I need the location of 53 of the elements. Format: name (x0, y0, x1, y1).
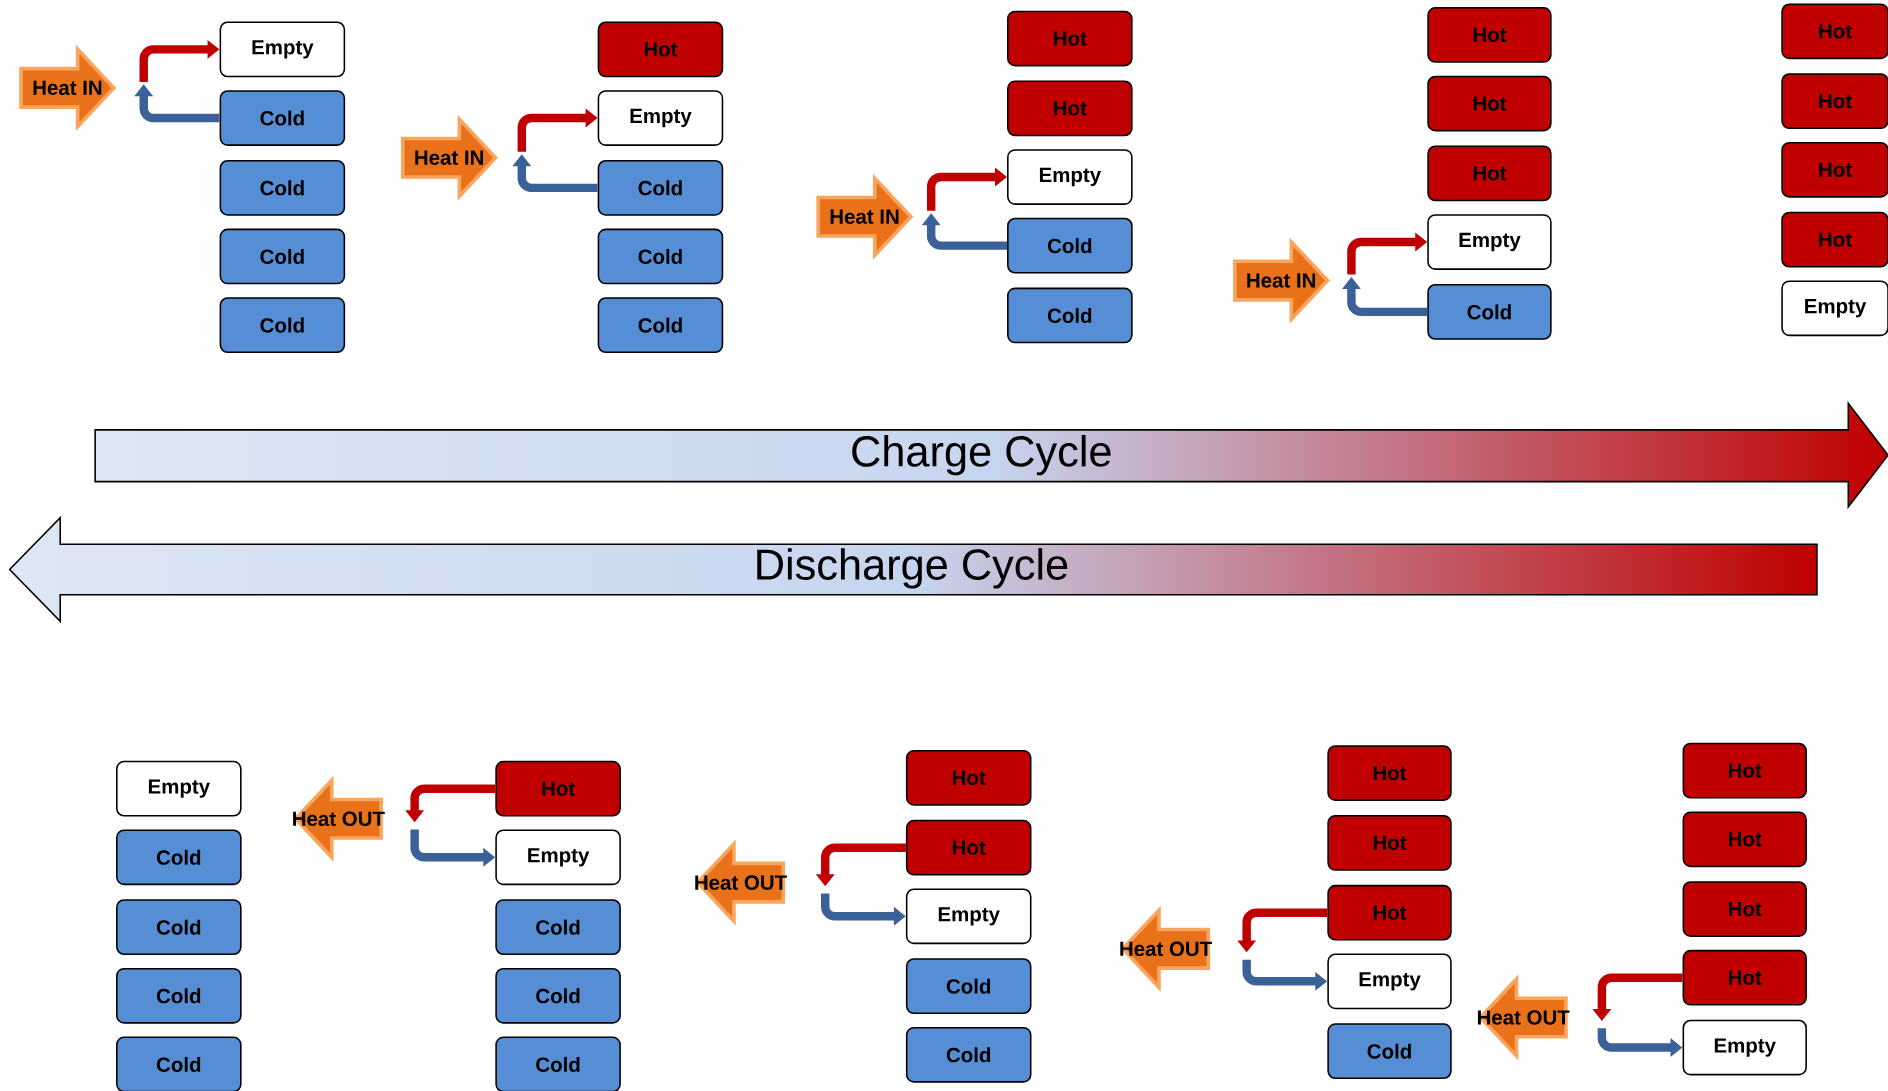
storage-box: Empty (116, 760, 242, 817)
storage-box: Empty (597, 90, 724, 146)
storage-box: Cold (1007, 217, 1133, 274)
storage-box: Cold (219, 228, 346, 285)
storage-box: Cold (219, 160, 346, 216)
storage-box: Hot (1007, 10, 1133, 67)
storage-box: Cold (116, 829, 242, 886)
storage-box: Cold (905, 958, 1032, 1015)
storage-box: Cold (116, 899, 242, 956)
storage-box: Empty (905, 888, 1032, 945)
storage-box: Empty (1682, 1019, 1807, 1076)
storage-box: Hot (1682, 811, 1807, 868)
storage-box: Hot (1682, 949, 1807, 1006)
storage-box: Hot (1007, 80, 1133, 137)
storage-box: Hot (1327, 745, 1452, 801)
storage-box: Empty (1781, 280, 1888, 337)
storage-box: Hot (495, 760, 621, 817)
storage-box: Cold (597, 228, 724, 285)
storage-box: Empty (1327, 953, 1452, 1010)
storage-box: Hot (1682, 881, 1807, 937)
storage-box: Hot (1427, 7, 1552, 63)
storage-box: Empty (1007, 149, 1133, 205)
storage-box: Hot (1781, 211, 1888, 268)
storage-box: Hot (1781, 73, 1888, 130)
storage-box: Cold (905, 1026, 1032, 1083)
storage-box: Hot (905, 819, 1032, 876)
storage-box: Hot (1327, 884, 1452, 941)
cycle-banner: Charge Cycle (94, 401, 1888, 510)
storage-box: Cold (1007, 287, 1133, 344)
storage-box: Hot (1682, 742, 1807, 799)
cycle-banner: Discharge Cycle (8, 515, 1818, 624)
storage-box: Hot (1781, 141, 1888, 198)
storage-box: Hot (905, 750, 1032, 806)
storage-box: Cold (1327, 1023, 1452, 1080)
storage-box: Hot (1427, 75, 1552, 132)
storage-box: Empty (219, 21, 346, 78)
storage-box: Hot (1327, 815, 1452, 871)
storage-box: Cold (597, 297, 724, 354)
storage-box: Cold (597, 160, 724, 216)
storage-box: Cold (1427, 284, 1552, 340)
arrow (926, 167, 1007, 211)
storage-box: Empty (495, 829, 621, 886)
storage-box: Cold (219, 90, 346, 146)
storage-box: Cold (495, 967, 621, 1024)
storage-box: Hot (1427, 145, 1552, 202)
storage-box: Empty (1427, 214, 1552, 270)
storage-box: Cold (116, 1036, 242, 1091)
storage-box: Cold (219, 297, 346, 354)
storage-box: Cold (495, 1036, 621, 1091)
storage-box: Cold (116, 967, 242, 1024)
storage-box: Cold (495, 899, 621, 956)
storage-box: Hot (1781, 3, 1888, 60)
storage-box: Hot (597, 21, 724, 78)
